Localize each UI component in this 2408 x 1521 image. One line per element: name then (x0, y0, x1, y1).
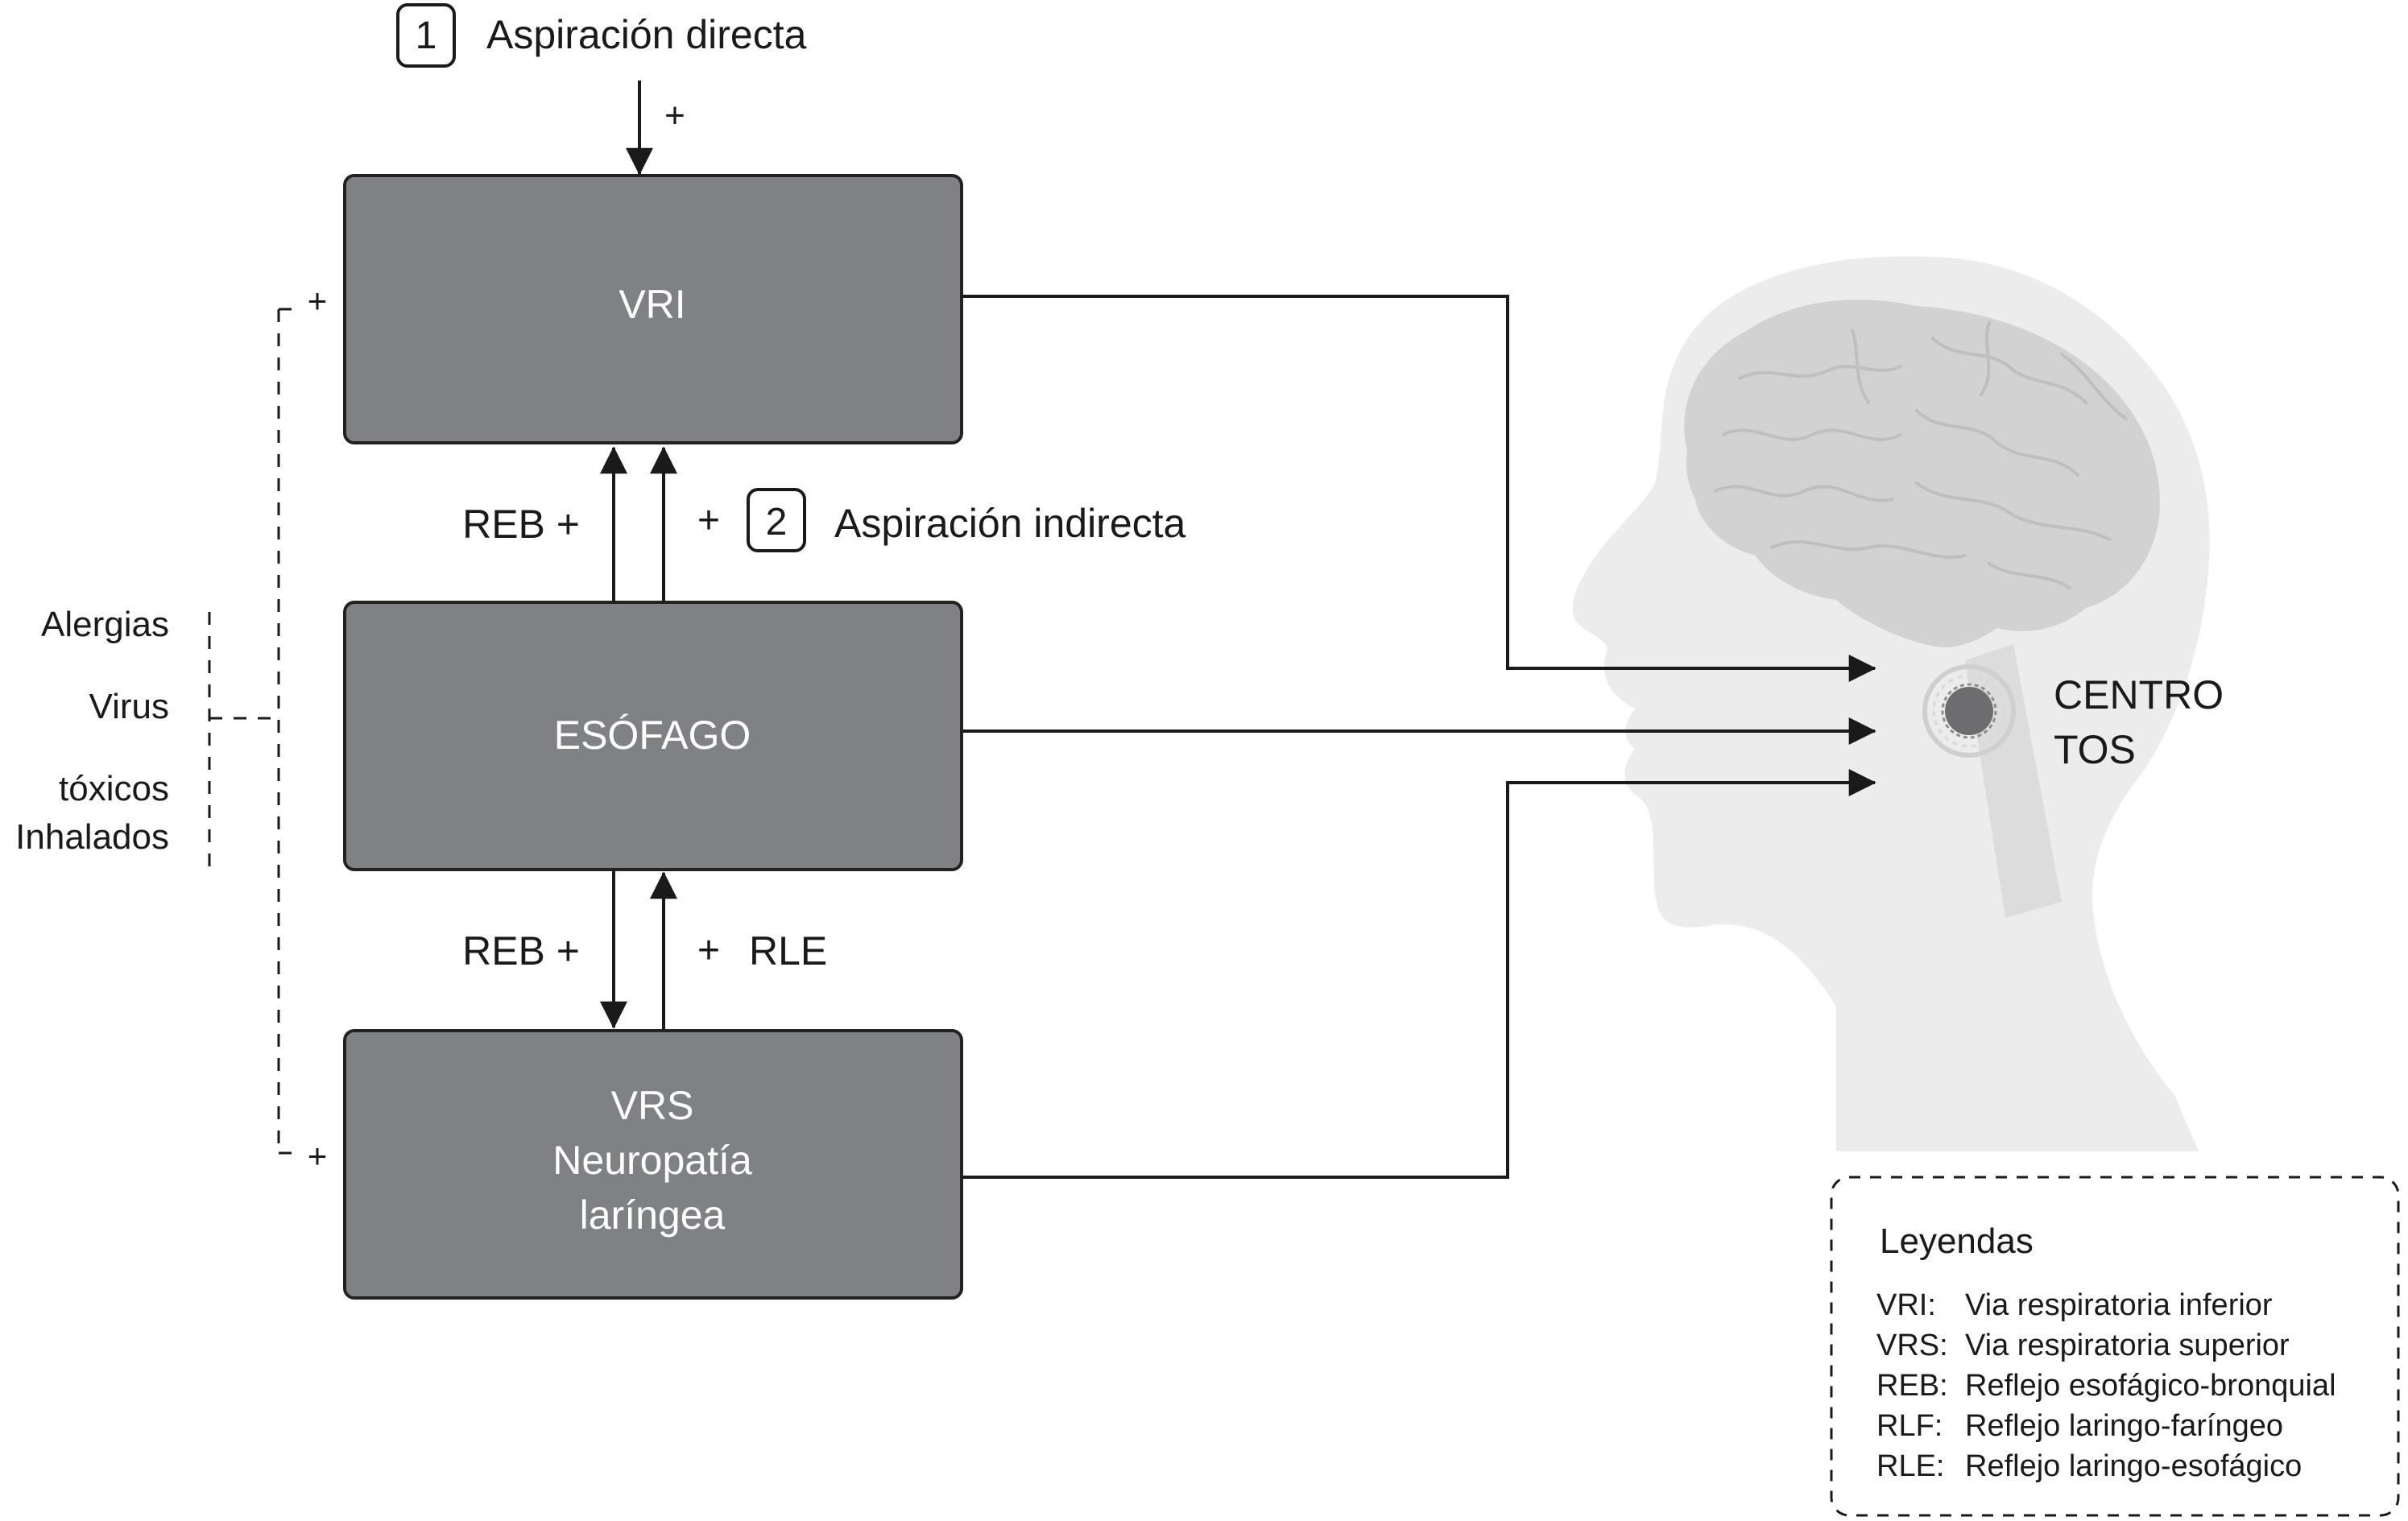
cough-center-halo-inner (1932, 674, 2006, 748)
plus-lower-label: + (697, 929, 720, 972)
factor-alergias: Alergias (41, 605, 169, 644)
factor-inhalados: Inhalados (15, 817, 169, 857)
head-silhouette (1572, 256, 2210, 1151)
legend-abbr: RLE: (1876, 1449, 1944, 1483)
box-vri-label: VRI (619, 282, 685, 327)
legend: Leyendas VRI: Via respiratoria inferior … (1830, 1176, 2400, 1517)
direct-aspiration-plus: + (664, 96, 685, 135)
box-esofago-label: ESÓFAGO (554, 713, 751, 758)
brain-shape (1684, 300, 2160, 647)
step-2-badge (747, 488, 806, 552)
box-vrs-line-3: laríngea (580, 1192, 726, 1238)
legend-frame (1830, 1176, 2400, 1517)
upper-reflex-arrows: REB + + 2 Aspiración indirecta (462, 446, 1186, 601)
vri-to-center-line (963, 295, 1876, 682)
reb-lower-label: REB + (462, 928, 580, 973)
step-1-number: 1 (416, 14, 437, 57)
legend-abbr: VRI: (1876, 1288, 1936, 1322)
vrs-to-center-line (963, 769, 1876, 1179)
legend-abbr: RLF: (1876, 1409, 1943, 1443)
box-vrs: VRS Neuropatía laríngea (343, 1029, 963, 1300)
step-1-label: Aspiración directa (486, 12, 807, 57)
brain-gyri (1714, 320, 2128, 589)
cough-center-label: CENTRO TOS (2054, 672, 2224, 772)
legend-text: Reflejo laringo-faríngeo (1965, 1409, 2283, 1443)
connectors-to-center (963, 295, 1876, 1179)
legend-text: Reflejo esofágico-bronquial (1965, 1369, 2336, 1403)
cough-center-dot (1945, 687, 1993, 735)
legend-text: Via respiratoria inferior (1965, 1288, 2273, 1322)
legend-text: Reflejo laringo-esofágico (1965, 1449, 2302, 1483)
factor-toxicos: tóxicos (59, 769, 169, 808)
step-2-number: 2 (766, 501, 788, 544)
center-line-2: TOS (2054, 727, 2136, 772)
cough-center-dot-outline (1941, 683, 1997, 739)
legend-title: Leyendas (1880, 1221, 2034, 1261)
environmental-factors: Alergias Virus tóxicos Inhalados + + (15, 282, 327, 1175)
cough-center-halo (1922, 664, 2016, 758)
reb-upper-label: REB + (462, 502, 580, 547)
legend-abbr: VRS: (1876, 1329, 1948, 1362)
box-vrs-line-1: VRS (611, 1083, 694, 1128)
legend-text: Via respiratoria superior (1965, 1329, 2290, 1362)
rle-label: RLE (749, 928, 827, 973)
factor-virus: Virus (89, 687, 169, 726)
lower-reflex-arrows: REB + + RLE (462, 871, 827, 1029)
factor-plus-vrs: + (308, 1137, 328, 1175)
box-esofago: ESÓFAGO (343, 601, 963, 871)
box-vrs-line-2: Neuropatía (552, 1138, 752, 1183)
step-1-badge (396, 3, 456, 68)
plus-upper-label: + (697, 499, 720, 542)
center-line-1: CENTRO (2054, 672, 2224, 717)
factor-plus-vri: + (308, 282, 328, 320)
step-1-direct-aspiration: 1 Aspiración directa + (396, 3, 807, 176)
step-2-label: Aspiración indirecta (834, 501, 1186, 546)
legend-items: VRI: Via respiratoria inferior VRS: Via … (1876, 1288, 2336, 1483)
factors-bracket (208, 308, 301, 1155)
box-vri: VRI (343, 174, 963, 444)
legend-abbr: REB: (1876, 1369, 1948, 1403)
